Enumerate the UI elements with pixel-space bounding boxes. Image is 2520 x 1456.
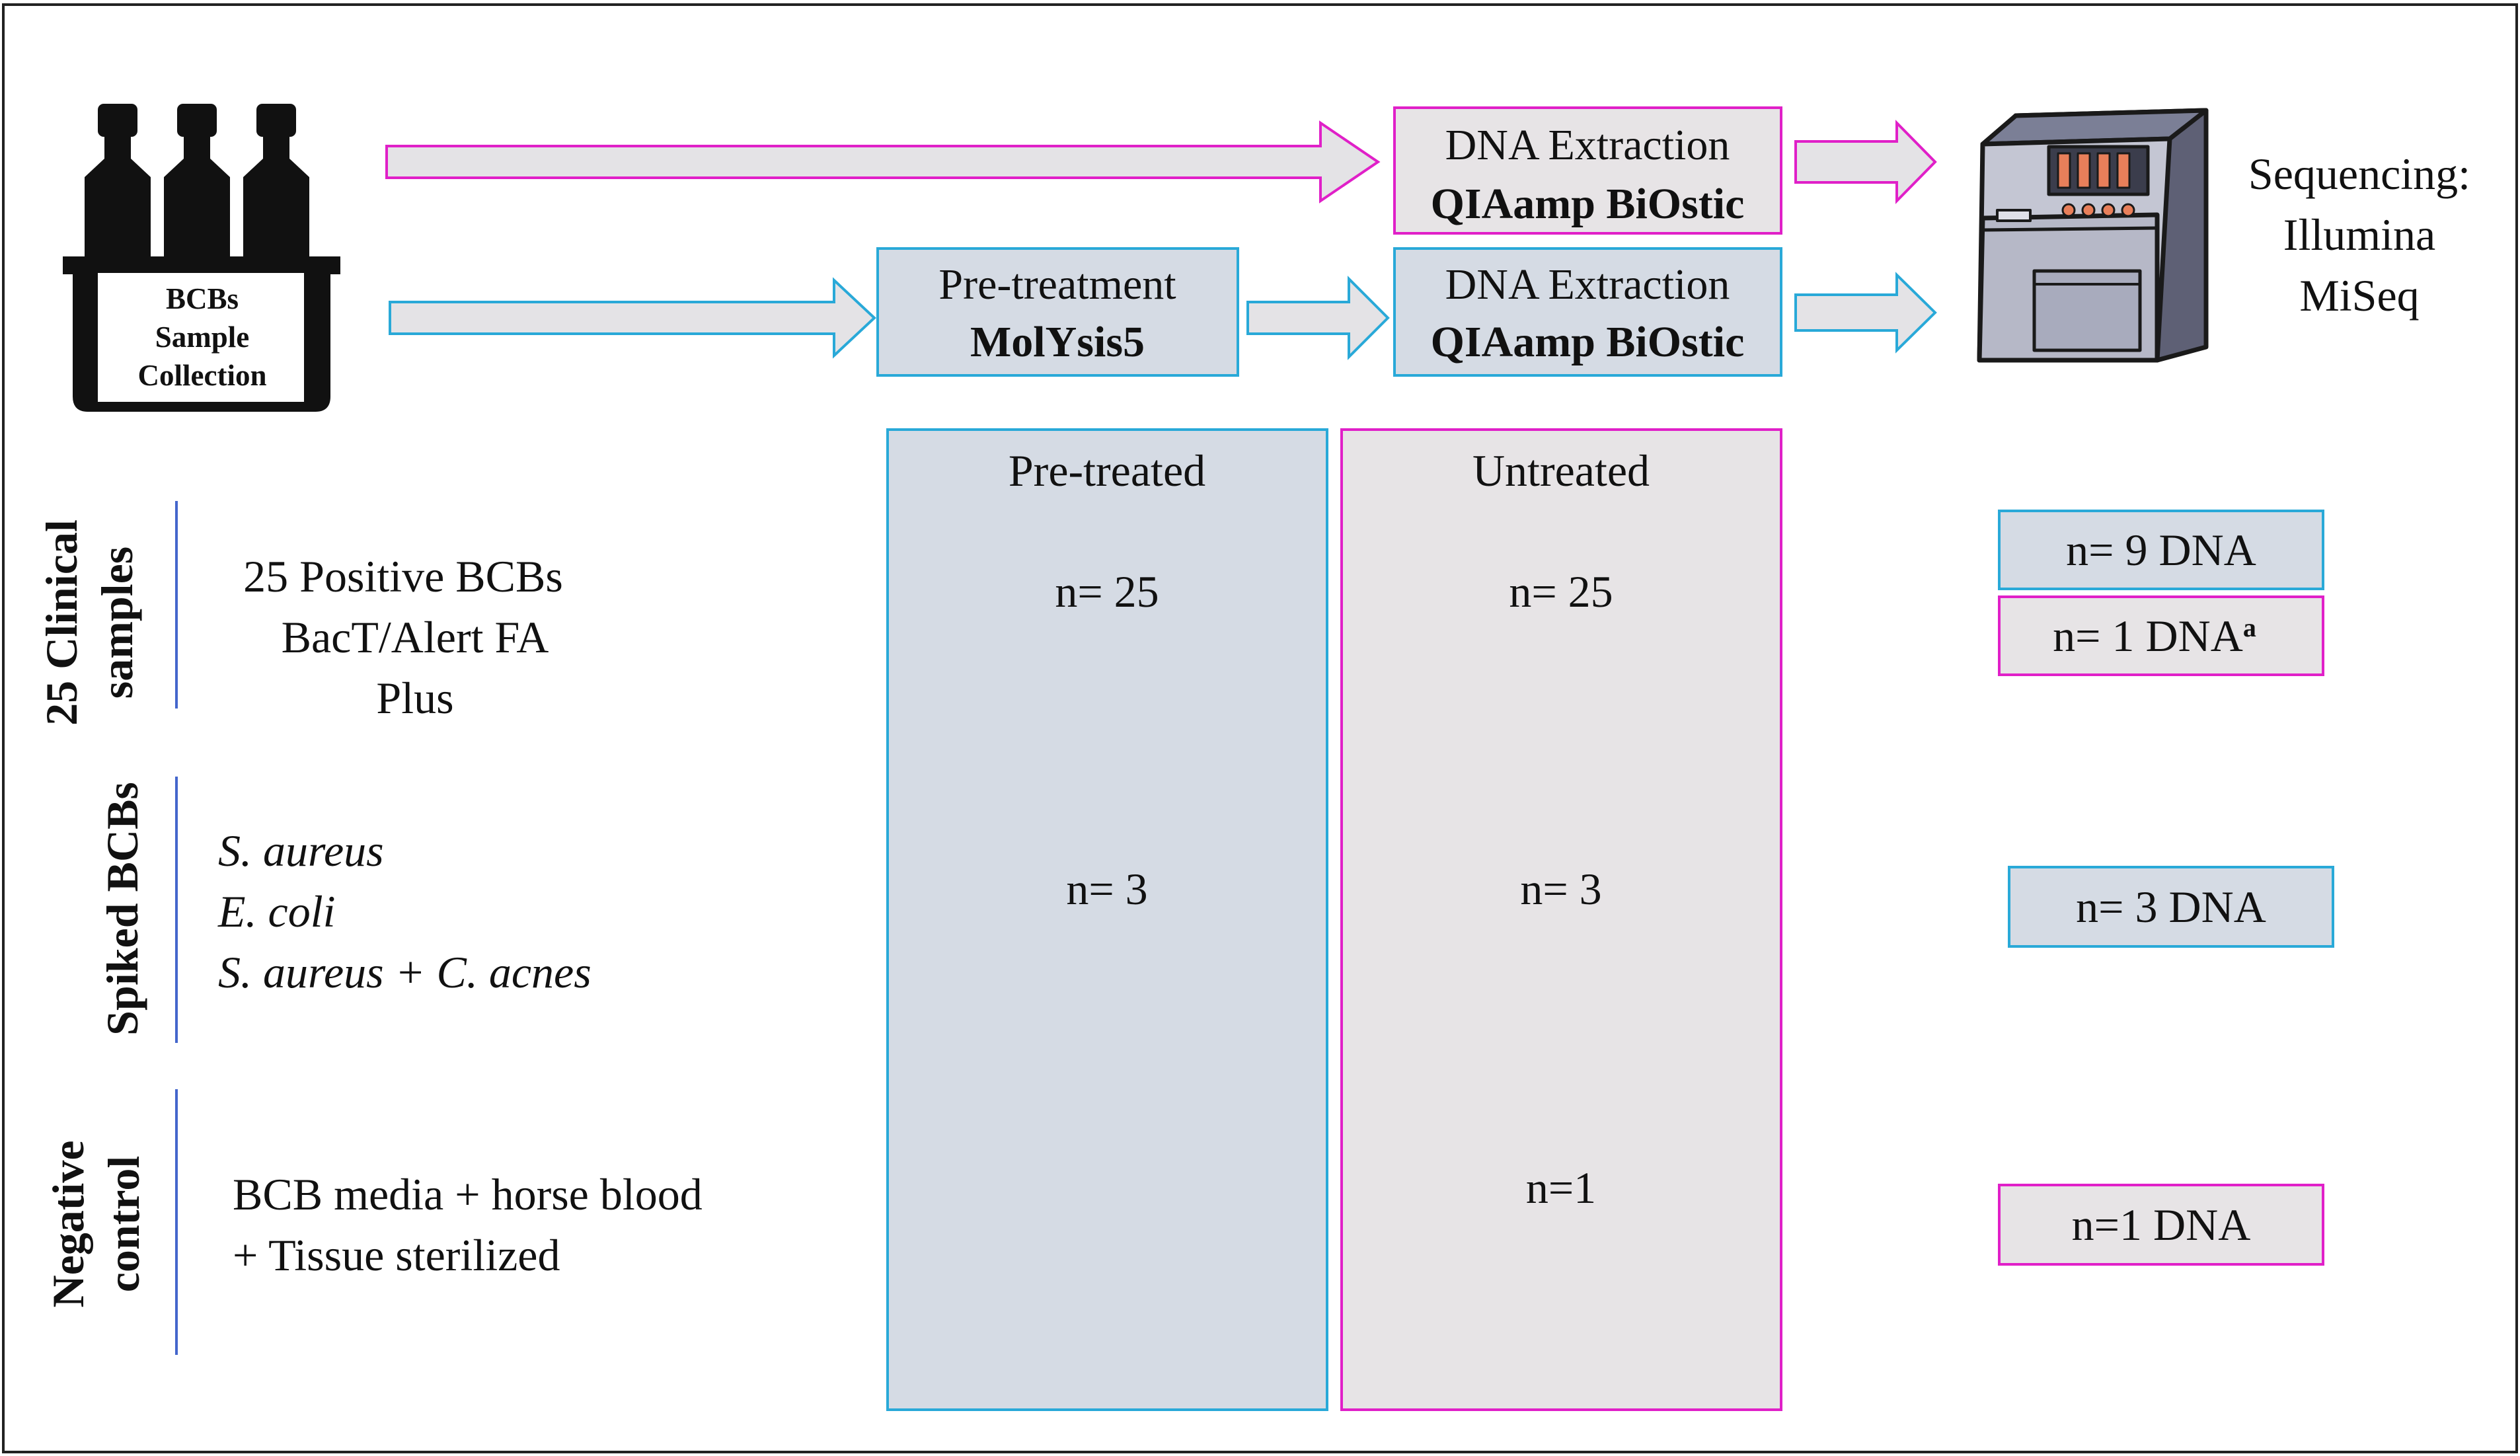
negative-dna-result-label: n=1 DNA [2072, 1200, 2251, 1250]
sequencing-line-2: Illumina [2283, 210, 2435, 260]
sequencer-machine-icon [1977, 108, 2209, 363]
untreated-column [1340, 428, 1782, 1411]
collection-line-3: Collection [138, 359, 267, 392]
untreated-column-header: Untreated [1472, 445, 1650, 496]
pretreatment-title: Pre-treatment [938, 260, 1176, 309]
pretreatment-to-extraction-arrow [1246, 276, 1390, 360]
clinical-dna-result-pretreated-label: n= 9 DNA [2066, 525, 2256, 575]
untreated-extraction-kit: QIAamp BiOstic [1431, 180, 1745, 228]
pretreated-main-arrow [389, 277, 876, 359]
sequencing-line-1: Sequencing: [2248, 149, 2470, 199]
clinical-category-line-2: samples [92, 547, 142, 699]
sequencing-line-3: MiSeq [2299, 270, 2419, 321]
spiked-dna-result-label: n= 3 DNA [2076, 882, 2266, 932]
clinical-dna-result-superscript: a [2243, 613, 2256, 642]
spiked-category-label: Spiked BCBs [97, 782, 147, 1036]
negative-untreated-count: n=1 [1526, 1163, 1596, 1213]
untreated-to-sequencer-arrow [1794, 120, 1937, 204]
spiked-dna-result [2008, 866, 2334, 948]
clinical-pretreated-count: n= 25 [1055, 566, 1159, 617]
clinical-description-line-2: BacT/Alert FA [282, 612, 549, 662]
blood-culture-bottles-icon [63, 104, 340, 412]
clinical-description-line-3: Plus [376, 673, 453, 723]
spiked-description-line-3: S. aureus + C. acnes [218, 947, 592, 997]
negative-description-line-2: + Tissue sterilized [233, 1230, 560, 1280]
collection-line-2: Sample [155, 321, 250, 354]
pretreated-extraction-kit: QIAamp BiOstic [1431, 318, 1745, 366]
pretreatment-kit: MolYsis5 [970, 318, 1145, 366]
spiked-pretreated-count: n= 3 [1066, 864, 1147, 914]
spiked-description-line-1: S. aureus [218, 825, 384, 876]
pretreated-extraction-title: DNA Extraction [1445, 260, 1730, 309]
untreated-extraction-title: DNA Extraction [1445, 121, 1730, 169]
pretreated-to-sequencer-arrow [1794, 272, 1937, 354]
clinical-description-line-1: 25 Positive BCBs [243, 551, 563, 601]
pretreated-extraction-box [1393, 247, 1782, 377]
clinical-dna-result-untreated [1998, 595, 2324, 676]
pretreatment-box [876, 247, 1239, 377]
negative-description-line-1: BCB media + horse blood [233, 1169, 703, 1219]
clinical-untreated-count: n= 25 [1509, 566, 1613, 617]
spiked-untreated-count: n= 3 [1520, 864, 1601, 914]
pretreated-column-header: Pre-treated [1009, 445, 1205, 496]
negative-category-line-1: Negative [43, 1140, 93, 1307]
negative-category-line-2: control [98, 1156, 149, 1293]
untreated-main-arrow [385, 120, 1381, 204]
negative-dna-result [1998, 1184, 2324, 1266]
pretreated-column [886, 428, 1328, 1411]
spiked-description-line-2: E. coli [217, 886, 336, 937]
untreated-extraction-box [1393, 106, 1782, 235]
clinical-dna-result-pretreated [1998, 510, 2324, 590]
clinical-dna-result-untreated-text: n= 1 DNAa [2053, 611, 2256, 661]
clinical-category-line-1: 25 Clinical [36, 519, 87, 726]
collection-line-1: BCBs [166, 282, 239, 315]
clinical-dna-result-untreated-label: n= 1 DNA [2053, 611, 2243, 661]
